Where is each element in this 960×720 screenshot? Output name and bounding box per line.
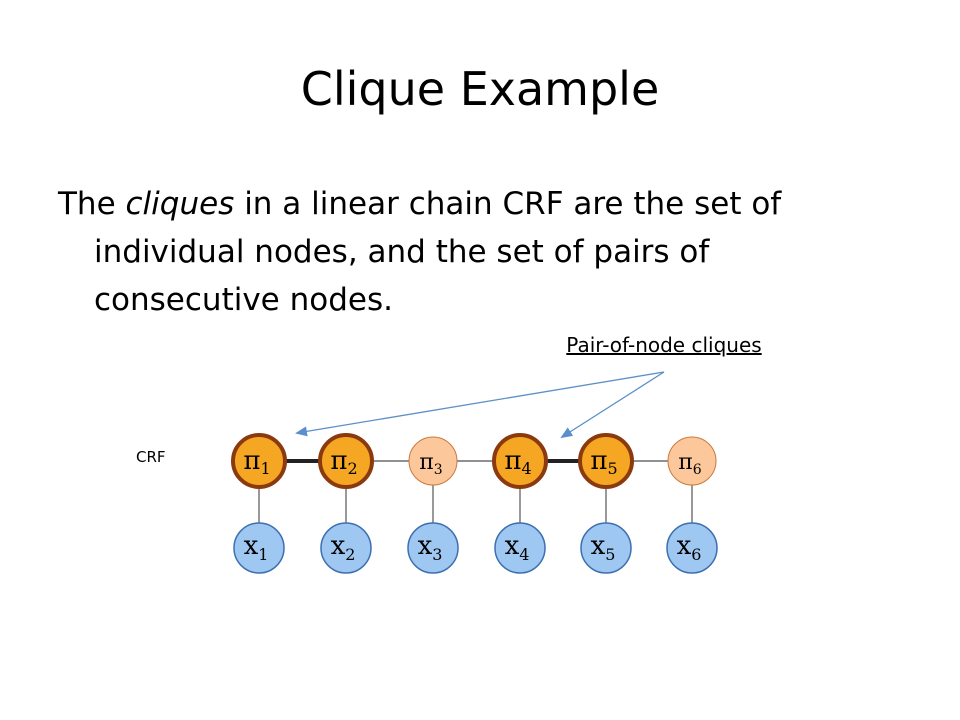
emphasis-cliques: cliques bbox=[125, 186, 235, 222]
annotation-arrows bbox=[295, 371, 665, 439]
observation-node-text: x4 bbox=[505, 531, 530, 564]
slide-title: Clique Example bbox=[300, 62, 660, 116]
crf-side-label: CRF bbox=[136, 448, 166, 466]
body-line-1: The cliques in a linear chain CRF are th… bbox=[58, 186, 782, 222]
body-line-2: individual nodes, and the set of pairs o… bbox=[94, 234, 710, 270]
label-node-6: π6 bbox=[667, 436, 717, 486]
observation-node-text: x2 bbox=[331, 531, 356, 564]
observation-node-text: x3 bbox=[418, 531, 443, 564]
label-node-text: π2 bbox=[330, 446, 357, 478]
arrow-to-pair-1-2 bbox=[295, 371, 665, 437]
label-node-2: π2 bbox=[318, 433, 374, 489]
label-node-1: π1 bbox=[231, 433, 287, 489]
observation-nodes: x1 x2 x3 x4 x5 x6 bbox=[233, 522, 718, 574]
observation-node-3: x3 bbox=[407, 522, 459, 574]
observation-node-6: x6 bbox=[666, 522, 718, 574]
label-node-3: π3 bbox=[408, 436, 458, 486]
observation-node-text: x1 bbox=[244, 531, 269, 564]
label-nodes: π1 π2 π3 π4 π5 π6 bbox=[231, 433, 717, 489]
observation-node-5: x5 bbox=[580, 522, 632, 574]
observation-node-1: x1 bbox=[233, 522, 285, 574]
label-node-text: π1 bbox=[243, 446, 270, 478]
label-node-text: π5 bbox=[590, 446, 617, 478]
label-node-text: π4 bbox=[504, 446, 531, 478]
slide-body: The cliques in a linear chain CRF are th… bbox=[58, 180, 918, 324]
observation-node-2: x2 bbox=[320, 522, 372, 574]
label-node-4: π4 bbox=[492, 433, 548, 489]
pair-clique-annotation: Pair-of-node cliques bbox=[566, 333, 761, 357]
observation-node-text: x5 bbox=[591, 531, 616, 564]
label-node-5: π5 bbox=[578, 433, 634, 489]
label-node-text: π6 bbox=[678, 450, 701, 478]
observation-node-4: x4 bbox=[494, 522, 546, 574]
label-node-text: π3 bbox=[419, 450, 442, 478]
arrow-to-pair-4-5 bbox=[560, 371, 665, 439]
body-line-3: consecutive nodes. bbox=[94, 282, 393, 318]
observation-node-text: x6 bbox=[677, 531, 702, 564]
